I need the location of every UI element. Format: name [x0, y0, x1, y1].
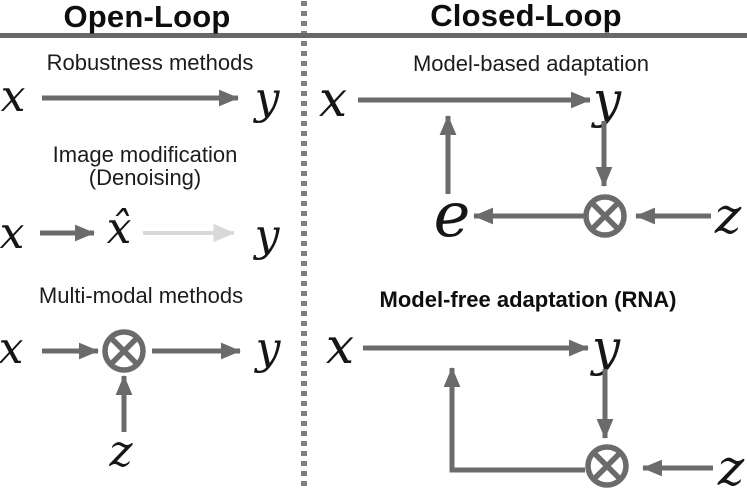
model-based-reference-z: z [714, 187, 742, 245]
denoising-xhat: x̂ [106, 203, 132, 254]
model-free-adaptation-title: Model-free adaptation (RNA) [379, 287, 677, 312]
otimes-circle [583, 194, 627, 238]
otimes-diagonal [591, 450, 623, 482]
otimes-circle [585, 444, 629, 488]
model-based-input-x: x [318, 70, 348, 128]
otimes-diagonal [108, 335, 140, 367]
column-divider-dotted-line [301, 1, 307, 489]
model-free-feedback-loop-arrow [443, 367, 585, 473]
open-loop-header: Open-Loop [63, 0, 231, 34]
otimes-circle [102, 329, 146, 373]
model-free-output-y: y [591, 319, 621, 377]
denoising-input-x: x [0, 208, 25, 259]
model-free-otimes-icon [585, 444, 629, 488]
multimodal-modality-z: z [109, 426, 133, 477]
closed-loop-header: Closed-Loop [430, 0, 622, 33]
model-based-error-e: e [433, 178, 471, 251]
multimodal-input-x: x [0, 323, 24, 374]
multi-modal-methods-title: Multi-modal methods [38, 283, 244, 308]
robustness-methods-title: Robustness methods [46, 50, 254, 75]
model-free-reference-z: z [717, 439, 745, 489]
image-modification-title-line1: Image modification [52, 142, 238, 167]
robustness-input-x: x [0, 71, 26, 122]
model-based-otimes-icon [583, 194, 627, 238]
denoising-output-y: y [254, 210, 280, 261]
robustness-output-y: y [254, 73, 280, 124]
image-modification-title-line2: (Denoising) [88, 165, 202, 190]
header-underline-rule [0, 33, 747, 38]
multimodal-output-y: y [255, 323, 281, 374]
model-based-adaptation-title: Model-based adaptation [412, 51, 650, 76]
otimes-diagonal [589, 200, 621, 232]
multimodal-otimes-icon [102, 329, 146, 373]
model-based-output-y: y [592, 71, 622, 129]
model-free-input-x: x [325, 317, 355, 375]
